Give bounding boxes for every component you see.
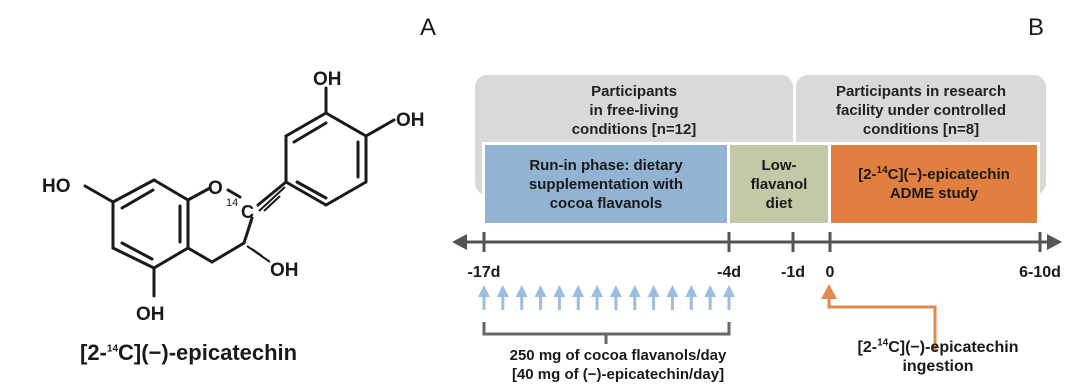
supplement-arrow-head — [572, 285, 585, 297]
adme-line-2: ADME study — [889, 185, 979, 202]
ingestion-note-line-1: [2-14C](−)-epicatechin — [818, 338, 1058, 357]
tick-label-minus17: -17d — [467, 264, 501, 281]
atom-label-ho-left: HO — [42, 176, 71, 197]
free-living-line-3: conditions [n=12] — [571, 121, 697, 138]
tick-label-zero: 0 — [825, 264, 835, 281]
adme-line-1-prefix: [2- — [858, 166, 877, 183]
run-in-line-2: supplementation with — [528, 175, 684, 193]
atom-label-isotope: 14 — [226, 197, 238, 209]
compound-caption: [2-14C](−)-epicatechin — [80, 340, 297, 366]
atom-label-oxygen: O — [208, 178, 223, 199]
atom-label-carbon: C — [241, 202, 254, 222]
ingestion-note-prefix: [2- — [857, 339, 878, 356]
adme-line-1: [2-14C](−)-epicatechin — [858, 165, 1010, 184]
compound-caption-suffix: C](−)-epicatechin — [118, 340, 298, 365]
compound-caption-prefix: [2- — [80, 340, 107, 365]
low-flavanol-line-1: Low- — [761, 156, 797, 174]
low-flavanol-line-2: flavanol — [750, 175, 808, 193]
supplement-arrow-head — [647, 285, 660, 297]
free-living-line-1: Participants — [591, 83, 677, 100]
atom-label-oh-right: OH — [396, 110, 425, 131]
ingestion-note: [2-14C](−)-epicatechin ingestion — [818, 338, 1058, 376]
supplement-arrows — [478, 285, 735, 310]
free-living-line-2: in free-living — [589, 102, 679, 119]
supplement-note-line-2: [40 mg of (−)-epicatechin/day] — [511, 366, 725, 383]
compound-caption-sup: 14 — [106, 343, 119, 355]
epicatechin-structure: OH OH HO O C 14 OH OH — [42, 69, 425, 325]
ingestion-note-line-2: ingestion — [902, 358, 974, 375]
low-flavanol-line-3: diet — [765, 194, 793, 212]
atom-label-oh-top: OH — [313, 69, 342, 90]
supplement-arrow-head — [496, 285, 509, 297]
supplement-arrow-head — [515, 285, 528, 297]
adme-line-1-sup: 14 — [876, 165, 888, 176]
tick-label-end: 6-10d — [1019, 264, 1061, 281]
ingestion-note-sup: 14 — [877, 337, 889, 349]
supplement-arrow-head — [685, 285, 698, 297]
supplement-arrow-head — [478, 285, 490, 297]
ingestion-arrowhead — [821, 284, 837, 299]
supplement-note-line-1: 250 mg of cocoa flavanols/day — [509, 347, 727, 364]
run-in-line-1: Run-in phase: dietary — [529, 156, 683, 174]
adme-line-1-suffix: C](−)-epicatechin — [887, 166, 1010, 183]
supplement-note: 250 mg of cocoa flavanols/day [40 mg of … — [478, 346, 758, 384]
supplement-arrow-head — [628, 285, 641, 297]
timeline-right-arrowhead — [1047, 234, 1062, 250]
atom-label-oh-c3: OH — [270, 260, 299, 281]
tick-label-minus1: -1d — [781, 264, 805, 281]
supplement-arrow-head — [591, 285, 604, 297]
supplement-arrow-head — [723, 285, 735, 297]
research-facility-line-3: conditions [n=8] — [862, 121, 980, 138]
panel-a-letter: A — [420, 14, 437, 41]
supplement-bracket — [482, 322, 731, 344]
supplement-arrow-head — [553, 285, 566, 297]
ingestion-note-suffix: C](−)-epicatechin — [888, 339, 1019, 356]
supplement-arrow-head — [534, 285, 547, 297]
ingestion-arrow-line — [827, 296, 937, 352]
research-facility-line-1: Participants in research — [835, 83, 1007, 100]
supplement-arrow-head — [609, 285, 622, 297]
panel-b-letter: B — [1028, 14, 1045, 41]
atom-label-oh-bottom: OH — [136, 304, 165, 325]
supplement-arrow-head — [666, 285, 679, 297]
run-in-line-3: cocoa flavanols — [549, 194, 663, 212]
tick-label-minus4: -4d — [717, 264, 741, 281]
low-flavanol-box: Low- flavanol diet — [727, 142, 831, 226]
adme-study-box: [2-14C](−)-epicatechin ADME study — [828, 142, 1040, 226]
supplement-arrow-head — [704, 285, 717, 297]
research-facility-line-2: facility under controlled — [835, 102, 1007, 119]
timeline-left-arrowhead — [452, 234, 467, 250]
